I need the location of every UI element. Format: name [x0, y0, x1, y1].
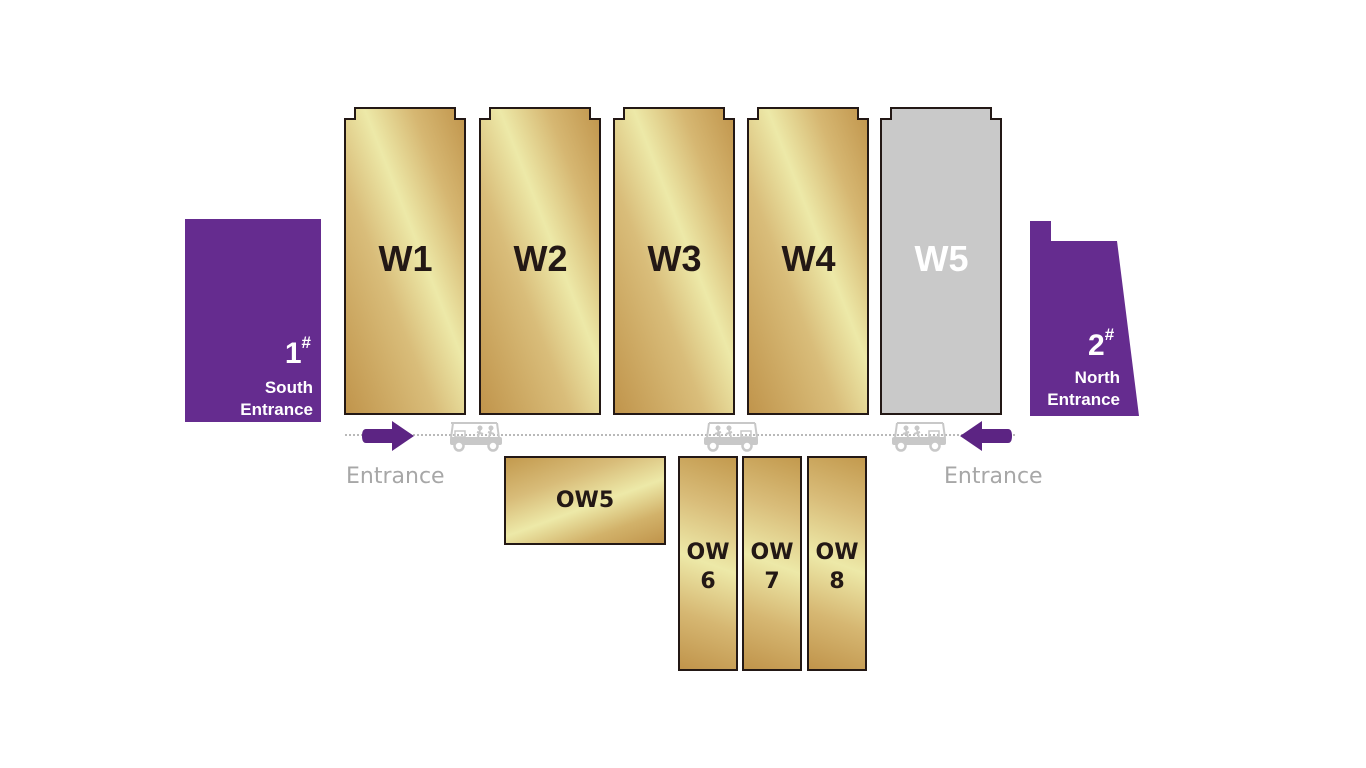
arrow-left-icon [960, 421, 1012, 451]
main-halls [344, 107, 1002, 415]
hall-w5[interactable] [880, 107, 1002, 415]
south-entrance-label: South Entrance [240, 378, 313, 419]
hall-w2[interactable] [479, 107, 601, 415]
south-entrance-number: 1# [284, 333, 311, 370]
north-entrance-number: 2# [1088, 325, 1115, 362]
golf-cart-icon [704, 422, 758, 452]
hall-w3-label: W3 [647, 238, 702, 279]
walkway-path [345, 434, 1015, 436]
hall-w4[interactable] [747, 107, 869, 415]
hall-w3[interactable] [613, 107, 735, 415]
hall-ow5-label: OW5 [555, 488, 615, 513]
north-entrance-shape [1030, 221, 1139, 416]
right-entrance-caption: Entrance [944, 464, 1043, 489]
golf-cart-icon [450, 422, 502, 452]
north-entrance-label: North Entrance [1047, 368, 1120, 409]
hall-w4-label: W4 [781, 238, 836, 279]
south-entrance[interactable]: 1# South Entrance [185, 219, 321, 422]
hall-w1-label: W1 [378, 238, 433, 279]
hall-w1[interactable] [344, 107, 466, 415]
hall-ow5[interactable]: OW5 [504, 456, 666, 545]
hall-w2-label: W2 [513, 238, 568, 279]
arrow-right-icon [362, 421, 414, 451]
hall-w5-label: W5 [914, 238, 969, 279]
golf-cart-icon [892, 422, 946, 452]
north-entrance[interactable] [1028, 220, 1148, 420]
left-entrance-caption: Entrance [346, 464, 445, 489]
